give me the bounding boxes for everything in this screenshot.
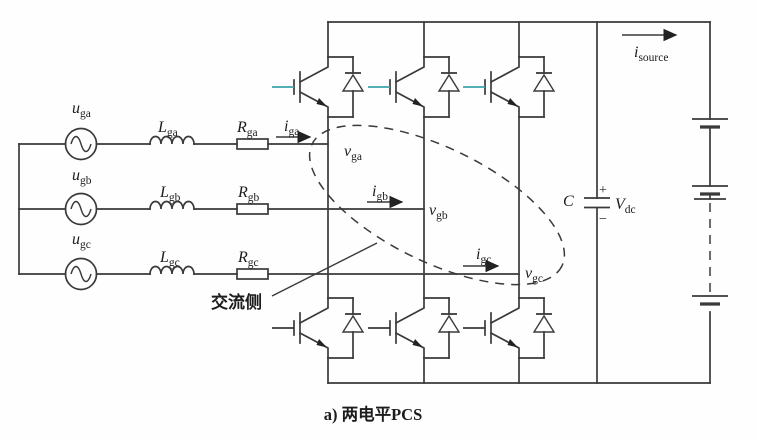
igbt-bottom-c-icon [462, 297, 555, 359]
voltage-source-a-icon [64, 127, 98, 161]
capacitor-label: C [563, 193, 574, 210]
current-b-label: igb [372, 183, 388, 203]
current-a-label: iga [284, 118, 299, 138]
resistor-b-label: Rgb [237, 184, 260, 204]
resistor-c-icon [236, 268, 269, 280]
capacitor-minus-sign: − [599, 212, 607, 227]
current-c-label: igc [476, 246, 491, 266]
battery-cell-2-icon [690, 184, 730, 196]
inductor-c-label: Lgc [159, 249, 180, 269]
battery-cell-n-icon [690, 294, 730, 306]
voltage-source-c-icon [64, 257, 98, 291]
battery-cell-1-icon [690, 117, 730, 129]
dc-link-capacitor [584, 21, 610, 384]
source-b-label: ugb [72, 167, 92, 187]
source-c-label: ugc [72, 231, 91, 251]
three-phase-source-network [18, 127, 520, 291]
igbt-bottom-b-icon [367, 297, 460, 359]
ac-side-dashed-ellipse [308, 124, 566, 286]
node-voltage-c-label: vgc [525, 265, 543, 285]
two-level-converter-bridge [271, 21, 711, 384]
dc-voltage-label: Vdc [615, 196, 636, 216]
resistor-b-icon [236, 203, 269, 215]
voltage-source-b-icon [64, 192, 98, 226]
figure-caption: a) 两电平PCS [324, 404, 423, 424]
battery-stack [690, 21, 730, 384]
ac-side-pointer-line [271, 242, 378, 297]
capacitor-plus-sign: + [599, 183, 607, 198]
inductor-b-label: Lgb [159, 184, 181, 204]
node-voltage-a-label: vga [344, 143, 362, 163]
node-voltage-b-label: vgb [429, 202, 448, 222]
igbt-top-c-icon [462, 56, 555, 118]
igbt-top-b-icon [367, 56, 460, 118]
resistor-a-label: Rga [236, 119, 258, 139]
resistor-a-icon [236, 138, 269, 150]
source-a-label: uga [72, 100, 91, 120]
ac-side-label: 交流侧 [211, 292, 262, 312]
igbt-top-a-icon [271, 56, 364, 118]
inductor-a-label: Lga [157, 119, 178, 139]
source-current-label: isource [634, 44, 668, 64]
current-arrows [276, 28, 678, 273]
resistor-c-label: Rgc [237, 249, 259, 269]
igbt-bottom-a-icon [271, 297, 364, 359]
